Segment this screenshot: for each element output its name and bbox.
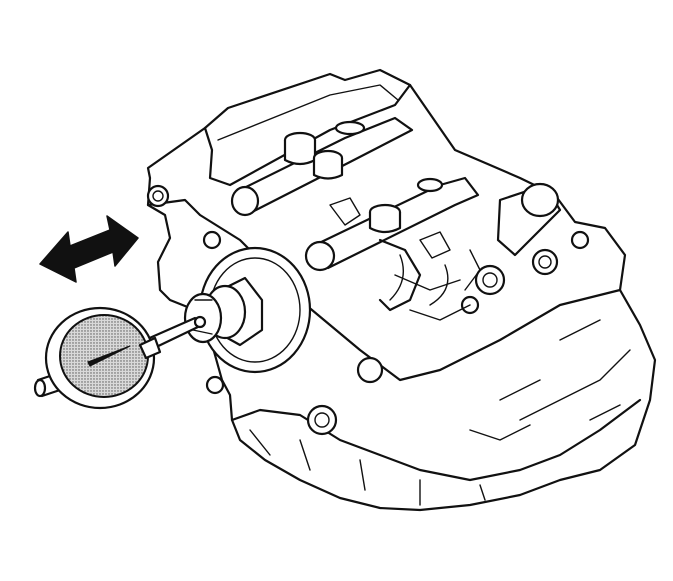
camshaft-nose: [183, 246, 312, 374]
bolt-boss-lower-left: [205, 375, 225, 395]
bolt-boss-center: [356, 356, 384, 384]
cam-lobes: [329, 197, 481, 321]
head-face-ribs: [249, 319, 631, 506]
camshaft: [230, 116, 562, 321]
valve-cover-rim: [203, 83, 412, 187]
bolt-boss-right: [474, 264, 506, 296]
movement-arrow: [39, 215, 139, 283]
bolt-boss-right-2: [531, 248, 559, 276]
dial-indicator: [33, 306, 207, 410]
valve-caps: [283, 120, 444, 234]
bolt-boss-left: [202, 230, 222, 250]
bolt-boss-front: [306, 404, 338, 436]
double-arrow-icon: [39, 215, 139, 283]
head-lower-edge: [230, 398, 642, 482]
bolt-boss-left-top: [146, 184, 170, 208]
bolt-boss-far-right: [570, 230, 590, 250]
cam-valley: [378, 238, 422, 312]
dial-needle: [87, 345, 131, 367]
valve-cover-inner: [217, 84, 399, 141]
head-deck-line: [146, 198, 622, 382]
dial-stem-collar: [138, 336, 162, 360]
